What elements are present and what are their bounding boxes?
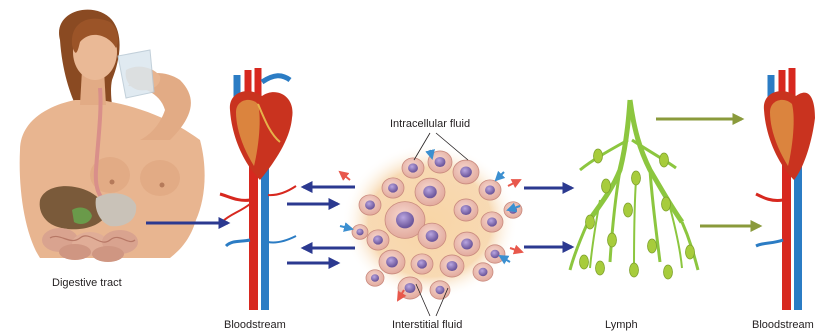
cell [352, 225, 368, 240]
cell [454, 199, 478, 221]
cell [359, 195, 381, 215]
exchange-arrow [508, 180, 520, 186]
lymph-node [586, 215, 595, 229]
cell-nucleus [461, 205, 472, 215]
cell-nucleus [371, 274, 379, 282]
cell-nucleus [423, 186, 437, 199]
cell-nucleus [491, 250, 500, 258]
cell-nucleus [356, 229, 363, 236]
cell [453, 160, 479, 184]
cell [481, 212, 503, 232]
cell-nucleus [485, 185, 495, 194]
cell [485, 245, 505, 263]
cell-nucleus [436, 286, 445, 294]
cell [366, 270, 384, 287]
lymph-node [594, 149, 603, 163]
heart-right [764, 68, 815, 180]
exchange-arrow [340, 172, 350, 180]
cell-nucleus [365, 200, 375, 209]
cell-nucleus [461, 239, 473, 250]
cell-nucleus [426, 230, 439, 242]
cell-nucleus [388, 183, 398, 192]
lymph-node [630, 263, 639, 277]
lymph-node [686, 245, 695, 259]
lymph-node [624, 203, 633, 217]
cell [418, 223, 446, 249]
cell [411, 254, 433, 274]
lymph-node [632, 171, 641, 185]
cell [379, 250, 405, 274]
cell-nucleus [479, 268, 488, 276]
cell-nucleus [405, 283, 416, 293]
bloodstream-left [220, 68, 296, 310]
cell-nucleus [396, 212, 414, 229]
lymph-node [596, 261, 605, 275]
interstitial-fluid-label: Interstitial fluid [392, 319, 462, 331]
cell [367, 230, 389, 250]
cell-nucleus [373, 235, 383, 244]
cell [440, 255, 464, 277]
cell-nucleus [487, 217, 497, 226]
cell [415, 178, 445, 206]
cell [402, 158, 424, 178]
cell [382, 178, 404, 198]
cell-nucleus [460, 167, 472, 178]
cell-nucleus [386, 257, 398, 268]
lymph-node [602, 179, 611, 193]
lymph-label: Lymph [605, 319, 638, 331]
cell [504, 202, 522, 219]
cell [473, 263, 493, 281]
cell-nucleus [417, 259, 427, 268]
lymph-vessels [570, 100, 698, 279]
lymph-node [580, 255, 589, 269]
heart-left [230, 68, 293, 180]
lymph-node [648, 239, 657, 253]
lymph-node [660, 153, 669, 167]
lymph-node [662, 197, 671, 211]
cell-cluster [340, 144, 522, 300]
cell [479, 180, 501, 200]
bloodstream-right-label: Bloodstream [752, 319, 814, 331]
lymph-node [608, 233, 617, 247]
bloodstream-left-label: Bloodstream [224, 319, 286, 331]
cell-nucleus [408, 163, 418, 172]
bloodstream-right [756, 68, 815, 310]
cell-nucleus [447, 261, 458, 271]
cell [454, 232, 480, 256]
lymph-node [664, 265, 673, 279]
cell-nucleus [435, 157, 446, 167]
digestive-tract-label: Digestive tract [52, 277, 122, 289]
intracellular-fluid-label: Intracellular fluid [390, 118, 470, 130]
